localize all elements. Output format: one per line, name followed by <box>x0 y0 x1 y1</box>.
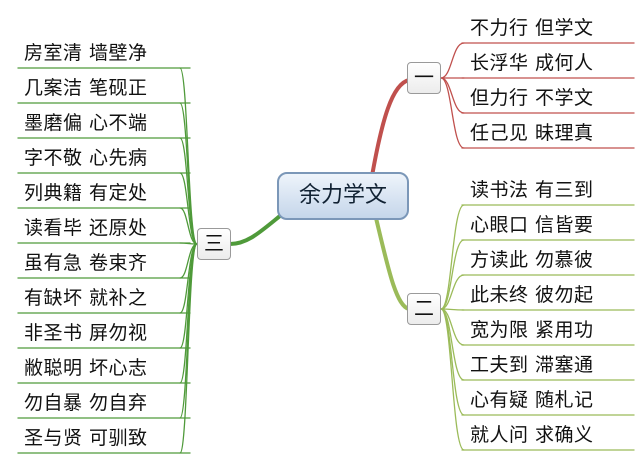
branch-one-leaf: 不力行 但学文 <box>470 17 594 39</box>
branch-one-node: 一 <box>407 62 441 94</box>
branch-one-connector <box>370 78 411 178</box>
branch-three-leaf: 几案洁 笔砚正 <box>24 77 148 99</box>
branch-two-leaf: 此未终 彼勿起 <box>470 284 594 306</box>
branch-three-leaf-link <box>179 207 198 245</box>
branch-one-leaf: 任己见 昧理真 <box>470 122 594 144</box>
branch-two-leaf-link <box>440 204 465 310</box>
branch-two-connector <box>374 216 411 311</box>
central-topic: 余力学文 <box>277 172 409 220</box>
branch-three-node: 三 <box>197 228 231 260</box>
branch-two-leaf: 心眼口 信皆要 <box>470 214 594 236</box>
branch-three-leaf: 房室清 墙壁净 <box>24 42 148 64</box>
branch-two-leaf: 宽为限 紧用功 <box>470 319 594 341</box>
branch-three-leaf-link <box>179 243 198 454</box>
branch-three-leaf: 圣与贤 可驯致 <box>24 427 148 449</box>
branch-three-leaf-link <box>179 137 198 245</box>
branch-three-leaf: 列典籍 有定处 <box>24 182 148 204</box>
branch-two-leaf: 心有疑 随札记 <box>470 389 594 411</box>
branch-one-leaf-link <box>440 42 465 79</box>
branch-two-leaf-link <box>440 308 465 416</box>
branch-two-leaf-link <box>440 308 465 451</box>
branch-three-leaf: 虽有急 卷束齐 <box>24 252 148 274</box>
branch-one-leaf-link <box>440 77 465 149</box>
branch-two-leaf-link <box>440 239 465 310</box>
branch-two-leaf: 工夫到 滞塞通 <box>470 354 594 376</box>
branch-one-leaf: 长浮华 成何人 <box>470 52 594 74</box>
branch-one-leaf: 但力行 不学文 <box>470 87 594 109</box>
branch-two-leaf: 方读此 勿慕彼 <box>470 249 594 271</box>
branch-two-node: 二 <box>407 293 441 325</box>
branch-three-leaf: 非圣书 屏勿视 <box>24 322 148 344</box>
branch-two-leaf-link <box>440 274 465 310</box>
branch-one-leaf-link <box>440 77 465 114</box>
branch-three-leaf: 读看毕 还原处 <box>24 217 148 239</box>
branch-three-leaf: 墨磨偏 心不端 <box>24 112 148 134</box>
branch-three-leaf: 有缺坏 就补之 <box>24 287 148 309</box>
branch-two-leaf: 读书法 有三到 <box>470 179 594 201</box>
branch-three-leaf: 字不敬 心先病 <box>24 147 148 169</box>
branch-three-leaf: 勿自暴 勿自弃 <box>24 392 148 414</box>
branch-two-leaf: 就人问 求确义 <box>470 424 594 446</box>
branch-three-leaf: 敝聪明 坏心志 <box>24 357 148 379</box>
